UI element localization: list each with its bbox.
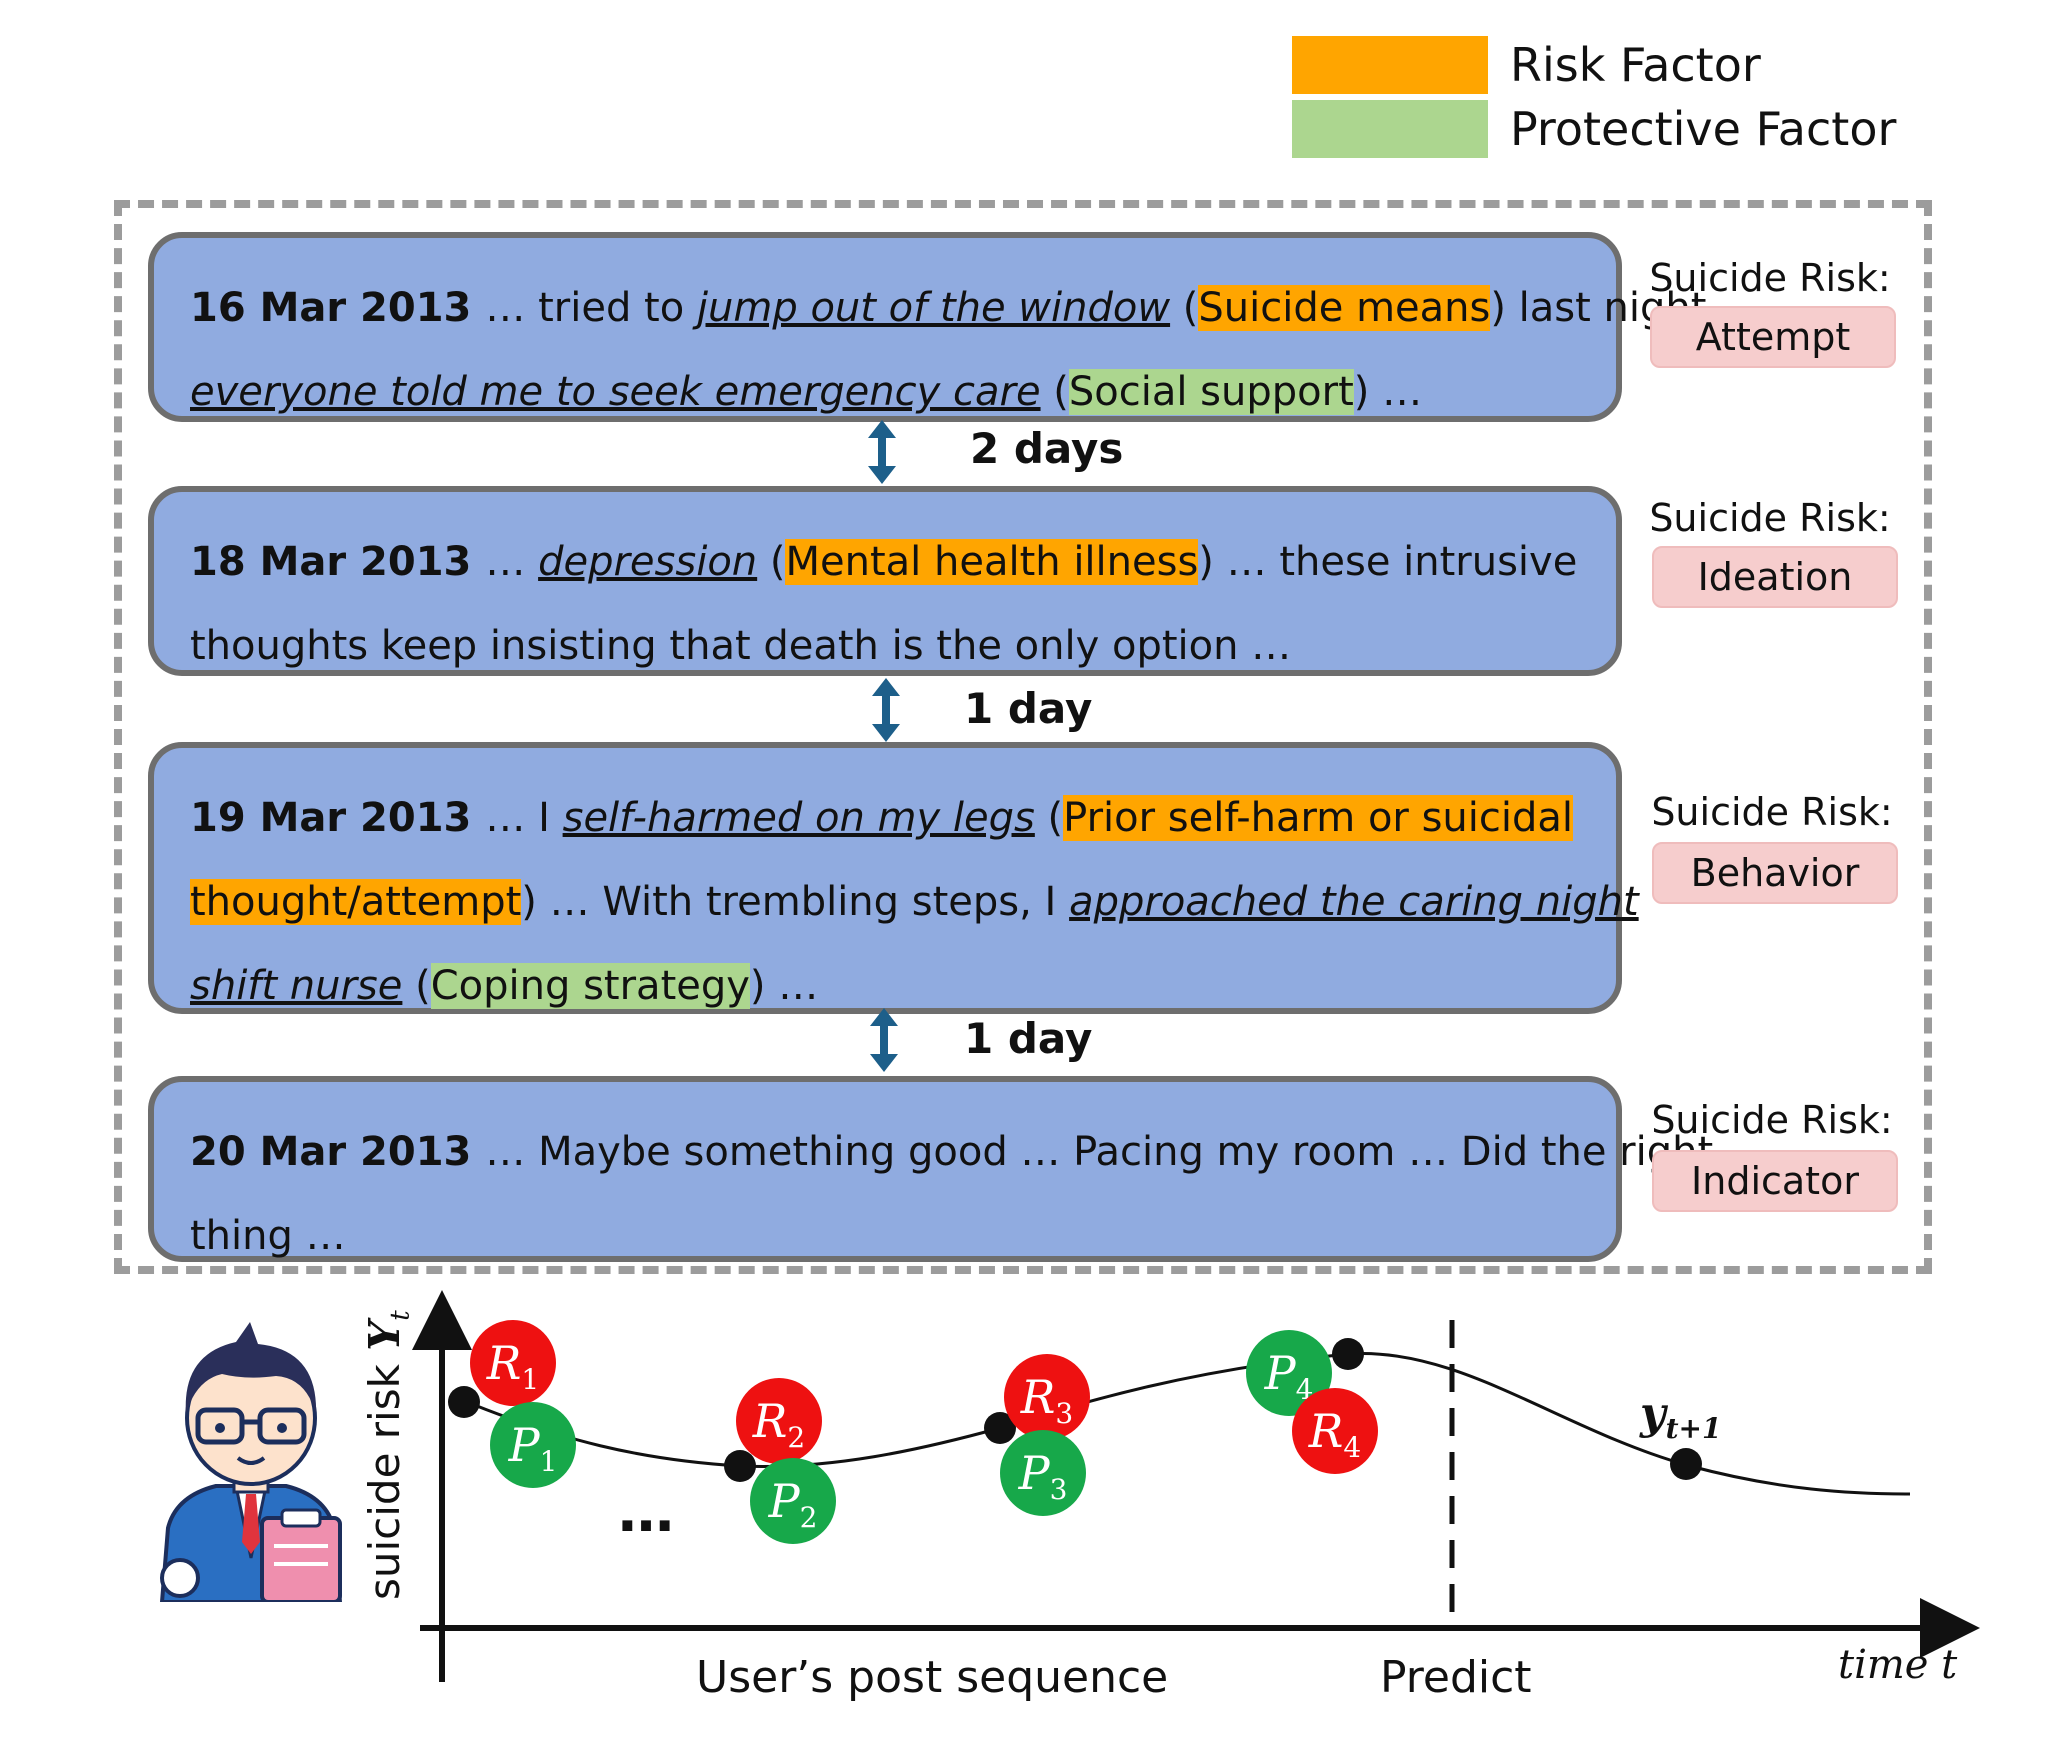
post-text: … Maybe something good … Pacing my room … [485, 1129, 1714, 1175]
predicted-point [1670, 1448, 1702, 1480]
risk-title-2: Suicide Risk: [1649, 496, 1891, 540]
protective-factor-tag: Social support [1068, 369, 1354, 415]
post-text: … tried to [485, 285, 697, 331]
post-point [448, 1386, 480, 1418]
post-date: 16 Mar 2013 [190, 285, 472, 331]
post-1: 16 Mar 2013 … tried to jump out of the wi… [148, 232, 1719, 422]
predict-label: Predict [1380, 1652, 1532, 1703]
risk-legend-label: Risk Factor [1510, 38, 1761, 92]
risk-factor-tag: Suicide means [1198, 285, 1491, 331]
post-text: ( [1034, 795, 1064, 841]
time-axis-label: time t [1838, 1642, 1958, 1688]
evidence-span: depression [538, 539, 758, 585]
evidence-span: jump out of the window [696, 285, 1171, 331]
post-text: ( [402, 963, 431, 1009]
risk-node-r2: R2 [736, 1378, 822, 1464]
post-text: thing … [190, 1213, 346, 1259]
post-4: 20 Mar 2013 … Maybe something good … Paci… [148, 1076, 1713, 1262]
post-date: 20 Mar 2013 [190, 1129, 472, 1175]
gap-label-3: 1 day [964, 1014, 1093, 1063]
post-text: ) … these intrusive [1198, 539, 1578, 585]
risk-factor-tag: Prior self-harm or suicidal [1063, 795, 1573, 841]
x-axis-label: User’s post sequence [696, 1652, 1169, 1703]
post-text: ( [1040, 369, 1069, 415]
protective-legend-label: Protective Factor [1510, 102, 1897, 156]
post-text: ( [1170, 285, 1199, 331]
post-text: ) … [749, 963, 819, 1009]
post-text: ) … With trembling steps, I [521, 879, 1070, 925]
risk-node-r3: R3 [1004, 1354, 1090, 1440]
protective-node-p2: P2 [750, 1458, 836, 1544]
evidence-span: everyone told me to seek emergency care [190, 369, 1041, 415]
gap-label-1: 2 days [970, 424, 1124, 473]
protective-swatch [1292, 100, 1488, 158]
risk-swatch [1292, 36, 1488, 94]
protective-node-p3: P3 [1000, 1430, 1086, 1516]
evidence-span: approached the caring night [1069, 879, 1639, 925]
post-date: 19 Mar 2013 [190, 795, 472, 841]
post-text: … [485, 539, 539, 585]
legend-protective: Protective Factor [1292, 100, 1896, 158]
risk-factor-tag: Mental health illness [785, 539, 1199, 585]
post-point [724, 1450, 756, 1482]
target-label: yt+1 [1640, 1388, 1722, 1445]
risk-badge-behavior: Behavior [1652, 842, 1898, 904]
risk-node-r4: R4 [1292, 1388, 1378, 1474]
post-point [1332, 1338, 1364, 1370]
risk-title-1: Suicide Risk: [1649, 256, 1891, 300]
legend-risk: Risk Factor [1292, 36, 1761, 94]
double-arrow-icon [870, 1008, 898, 1072]
post-2: 18 Mar 2013 … depression (Mental health i… [148, 486, 1622, 676]
protective-node-p1: P1 [490, 1402, 576, 1488]
risk-badge-indicator: Indicator [1652, 1150, 1898, 1212]
post-date: 18 Mar 2013 [190, 539, 472, 585]
risk-badge-attempt: Attempt [1650, 306, 1896, 368]
risk-badge-ideation: Ideation [1652, 546, 1898, 608]
double-arrow-icon [872, 678, 900, 742]
evidence-span: self-harmed on my legs [562, 795, 1035, 841]
post-text: … I [485, 795, 563, 841]
post-point [984, 1412, 1016, 1444]
risk-title-3: Suicide Risk: [1651, 790, 1893, 834]
risk-factor-tag: thought/attempt [190, 879, 522, 925]
post-text: thoughts keep insisting that death is th… [190, 623, 1292, 669]
risk-title-4: Suicide Risk: [1651, 1098, 1893, 1142]
post-text: ( [757, 539, 786, 585]
post-3: 19 Mar 2013… I self-harmed on my legs (P… [148, 742, 1639, 1014]
evidence-span: shift nurse [190, 963, 403, 1009]
risk-node-r1: R1 [470, 1320, 556, 1406]
gap-label-2: 1 day [964, 684, 1093, 733]
doctor-icon [159, 1322, 343, 1602]
timeline-frame [114, 200, 1932, 1274]
ellipsis: … [618, 1480, 680, 1545]
protective-factor-tag: Coping strategy [430, 963, 750, 1009]
double-arrow-icon [868, 420, 896, 484]
post-text: ) … [1353, 369, 1423, 415]
y-axis-label: suicide risk Yt [360, 1310, 416, 1600]
